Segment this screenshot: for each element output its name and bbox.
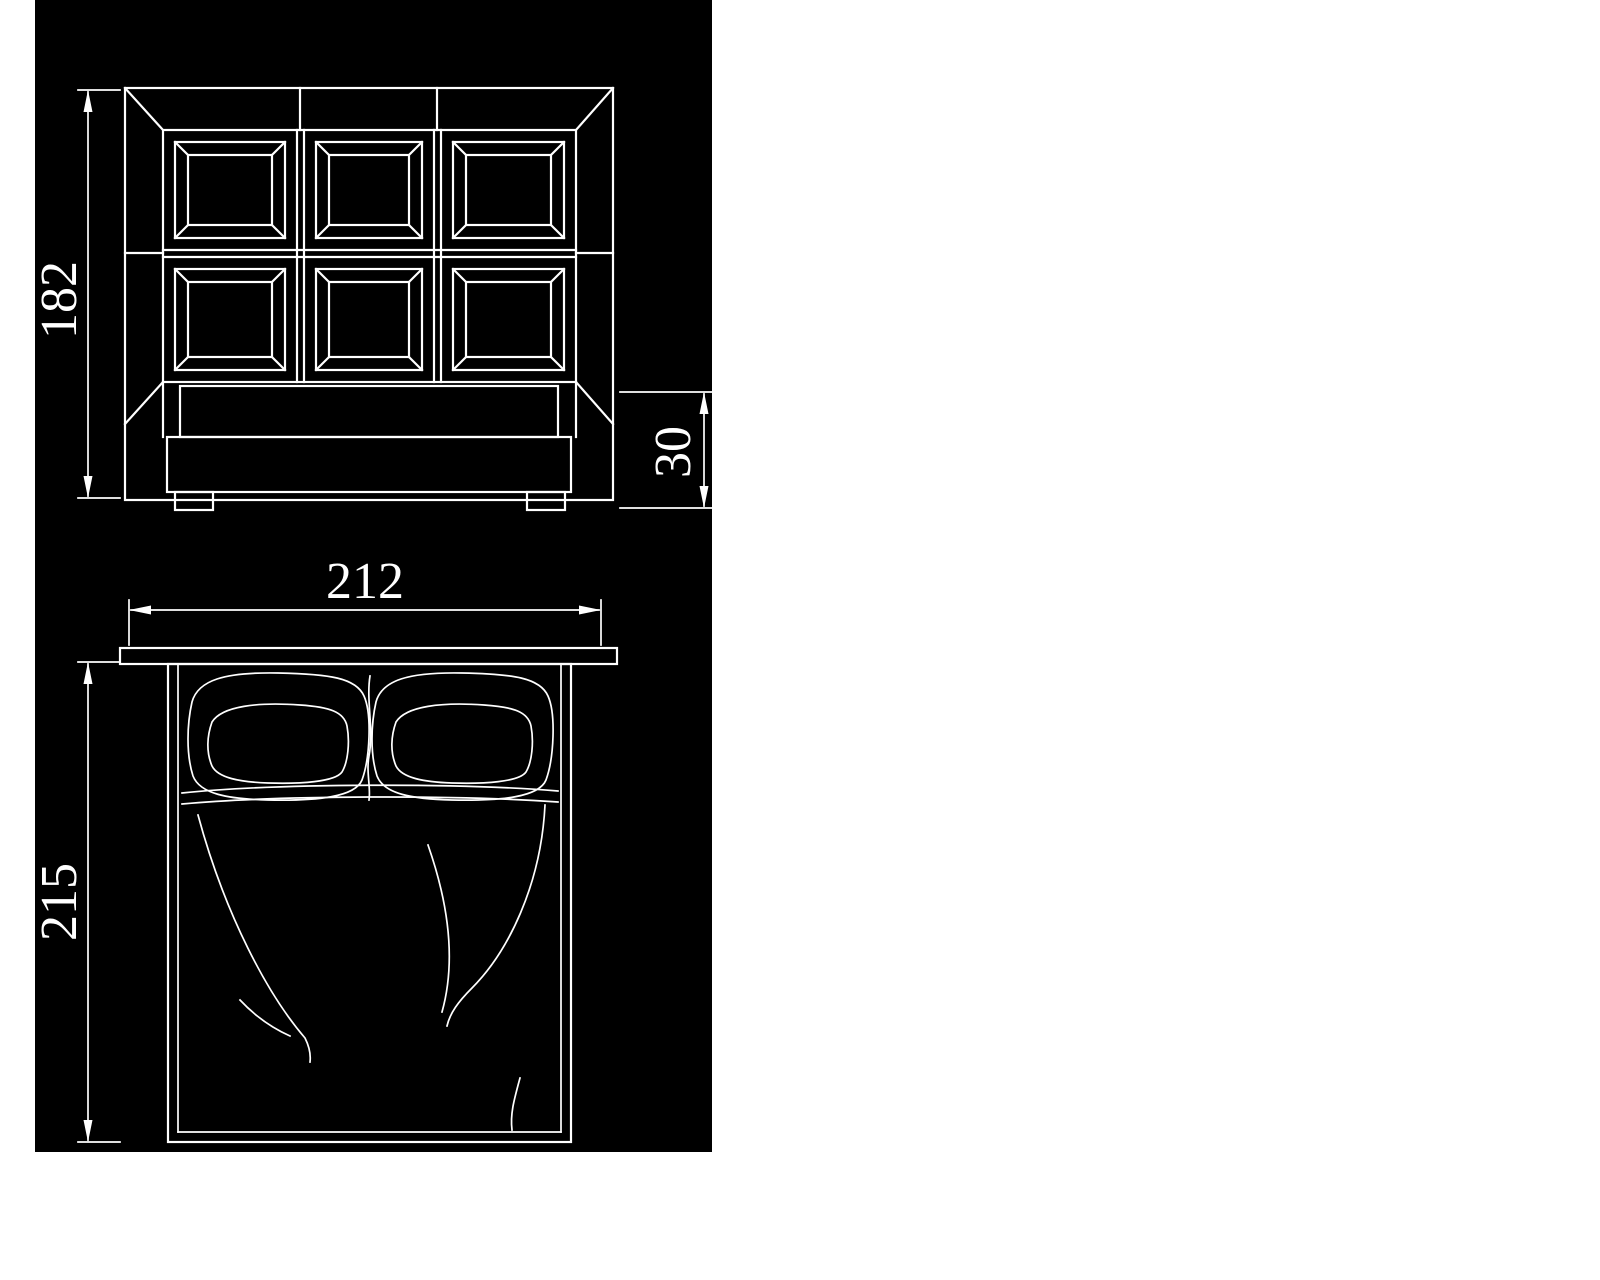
cushion-corner-line bbox=[549, 223, 566, 240]
arrowhead-up bbox=[83, 662, 93, 684]
pillow-center-crease bbox=[367, 675, 372, 801]
bed-front-elevation bbox=[123, 86, 615, 512]
cushion-corner-line bbox=[270, 140, 287, 157]
cushion-bevel-rect bbox=[451, 267, 566, 372]
cushion-corner-line bbox=[451, 267, 468, 284]
blanket-fold-curve bbox=[426, 843, 451, 1014]
blanket-fold-curve bbox=[510, 1076, 522, 1131]
pillow-left-inner bbox=[207, 703, 350, 785]
dim-label-front-height: 182 bbox=[31, 261, 88, 339]
bevel-line bbox=[574, 380, 615, 426]
cushion-corner-line bbox=[173, 355, 190, 372]
arrowhead-down bbox=[699, 486, 709, 508]
arrowhead-left bbox=[129, 605, 151, 615]
blanket-fold-curve bbox=[445, 804, 546, 1028]
cushion-corner-line bbox=[270, 355, 287, 372]
arrowhead-down bbox=[83, 476, 93, 498]
cushion-bevel-rect bbox=[327, 153, 411, 227]
arrowhead-up bbox=[83, 90, 93, 112]
cushion-bevel-rect bbox=[186, 280, 274, 359]
bed-foot-left bbox=[173, 490, 215, 512]
cushion-bevel-rect bbox=[314, 267, 424, 372]
headboard-outer-frame bbox=[123, 86, 615, 502]
cushion-bevel-rect bbox=[314, 140, 424, 240]
drawing-canvas-background bbox=[35, 0, 712, 1152]
bed-foot-right bbox=[525, 490, 567, 512]
cushion-corner-line bbox=[173, 267, 190, 284]
dim-label-base-height: 30 bbox=[645, 426, 702, 478]
cushion-corner-line bbox=[270, 223, 287, 240]
cushion-bevel-rect bbox=[464, 280, 553, 359]
cushion-corner-line bbox=[314, 223, 331, 240]
cushion-corner-line bbox=[314, 267, 331, 284]
cushion-corner-line bbox=[270, 267, 287, 284]
cushion-corner-line bbox=[314, 355, 331, 372]
blanket-edge-line bbox=[181, 784, 559, 794]
bed-frame-plan bbox=[166, 662, 573, 1144]
dim-label-plan-width: 212 bbox=[326, 553, 404, 610]
cushion-bevel-rect bbox=[186, 153, 274, 227]
blanket-edge-line bbox=[181, 796, 559, 805]
bed-base-front bbox=[165, 435, 573, 494]
blanket-fold-curve bbox=[196, 813, 312, 1063]
pillow-right-outer bbox=[371, 672, 554, 801]
pillow-left-outer bbox=[187, 672, 370, 801]
cushion-bevel-rect bbox=[451, 140, 566, 240]
headboard-cushion-panels bbox=[173, 140, 566, 372]
cushion-corner-line bbox=[314, 140, 331, 157]
cushion-corner-line bbox=[451, 223, 468, 240]
blanket-folds bbox=[181, 784, 559, 1131]
arrowhead-right bbox=[579, 605, 601, 615]
cushion-corner-line bbox=[407, 140, 424, 157]
dimension-base-height: 30 bbox=[619, 391, 713, 509]
cushion-corner-line bbox=[173, 140, 190, 157]
dim-label-plan-depth: 215 bbox=[31, 863, 88, 941]
cushion-corner-line bbox=[451, 140, 468, 157]
blanket-fold-curve bbox=[238, 998, 292, 1038]
arrowhead-down bbox=[83, 1120, 93, 1142]
cushion-bevel-rect bbox=[173, 267, 287, 372]
cushion-corner-line bbox=[407, 267, 424, 284]
cushion-corner-line bbox=[451, 355, 468, 372]
dimension-plan-depth: 215 bbox=[31, 661, 121, 1143]
bevel-line bbox=[574, 86, 615, 132]
cushion-corner-line bbox=[549, 140, 566, 157]
dimension-front-height: 182 bbox=[31, 89, 121, 499]
dimensions: 182 30 212 bbox=[31, 89, 713, 1143]
cushion-corner-line bbox=[549, 267, 566, 284]
arrowhead-up bbox=[699, 392, 709, 414]
cushion-corner-line bbox=[407, 223, 424, 240]
dimension-plan-width: 212 bbox=[128, 553, 602, 646]
cushion-corner-line bbox=[549, 355, 566, 372]
bed-plan-view bbox=[118, 646, 619, 1144]
bevel-line bbox=[123, 86, 165, 132]
bevel-line bbox=[123, 380, 165, 426]
pillows bbox=[187, 672, 554, 801]
pillow-right-inner bbox=[391, 703, 534, 785]
cushion-bevel-rect bbox=[464, 153, 553, 227]
cushion-bevel-rect bbox=[327, 280, 411, 359]
cushion-corner-line bbox=[407, 355, 424, 372]
cushion-bevel-rect bbox=[173, 140, 287, 240]
cushion-corner-line bbox=[173, 223, 190, 240]
